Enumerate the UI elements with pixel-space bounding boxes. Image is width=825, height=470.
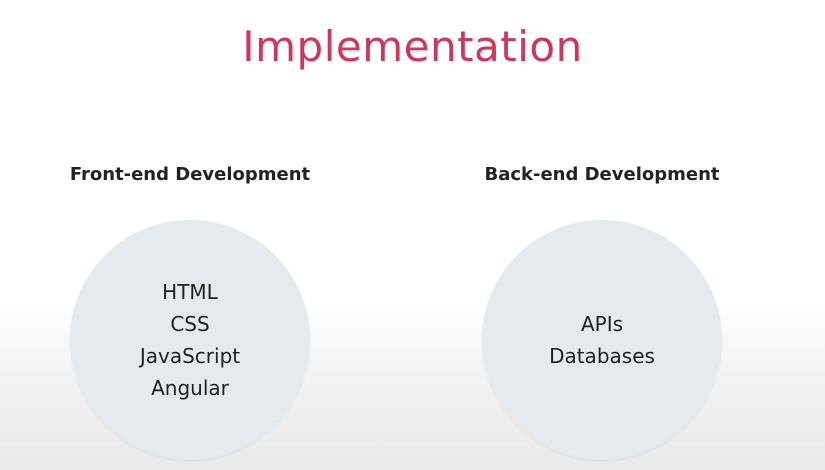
front-end-circle: HTML CSS JavaScript Angular — [70, 220, 310, 460]
back-end-item-apis: APIs — [580, 312, 624, 336]
front-end-column: Front-end Development HTML CSS JavaScrip… — [40, 164, 340, 460]
back-end-column: Back-end Development APIs Databases — [452, 164, 752, 460]
front-end-item-angular: Angular — [151, 376, 229, 400]
front-end-heading: Front-end Development — [69, 164, 311, 185]
back-end-circle: APIs Databases — [482, 220, 722, 460]
back-end-heading: Back-end Development — [484, 164, 720, 185]
front-end-item-javascript: JavaScript — [139, 344, 241, 368]
slide-title: Implementation — [242, 22, 583, 71]
back-end-item-databases: Databases — [549, 344, 655, 368]
front-end-item-css: CSS — [170, 312, 210, 336]
front-end-item-html: HTML — [162, 280, 218, 304]
